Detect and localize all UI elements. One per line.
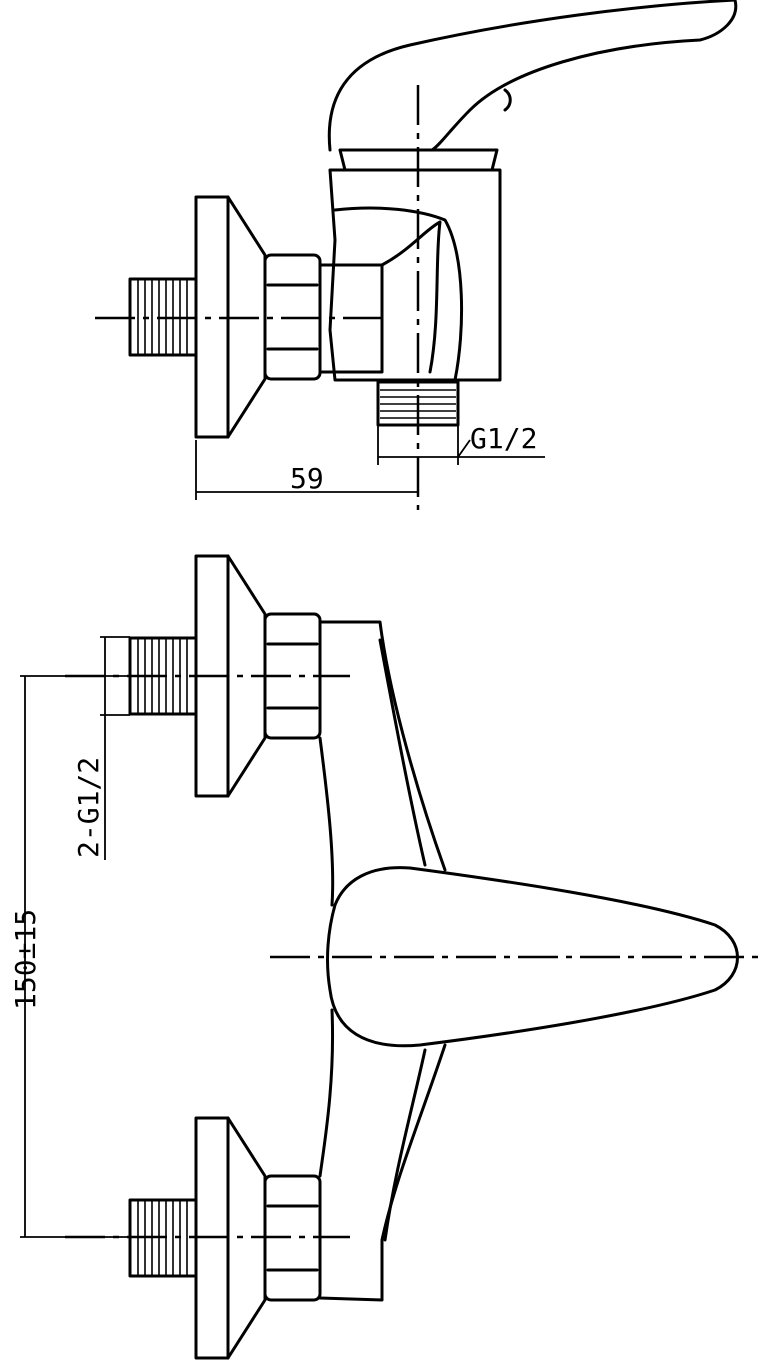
side-view: 59 G1/2: [95, 0, 738, 510]
front-view: 150±15 2-G1/2: [9, 554, 760, 1360]
center-distance-label: 150±15: [9, 909, 42, 1010]
outlet-thread-label: G1/2: [470, 422, 537, 455]
depth-dimension-label: 59: [290, 462, 324, 495]
inlet-thread-label: 2-G1/2: [72, 757, 105, 858]
